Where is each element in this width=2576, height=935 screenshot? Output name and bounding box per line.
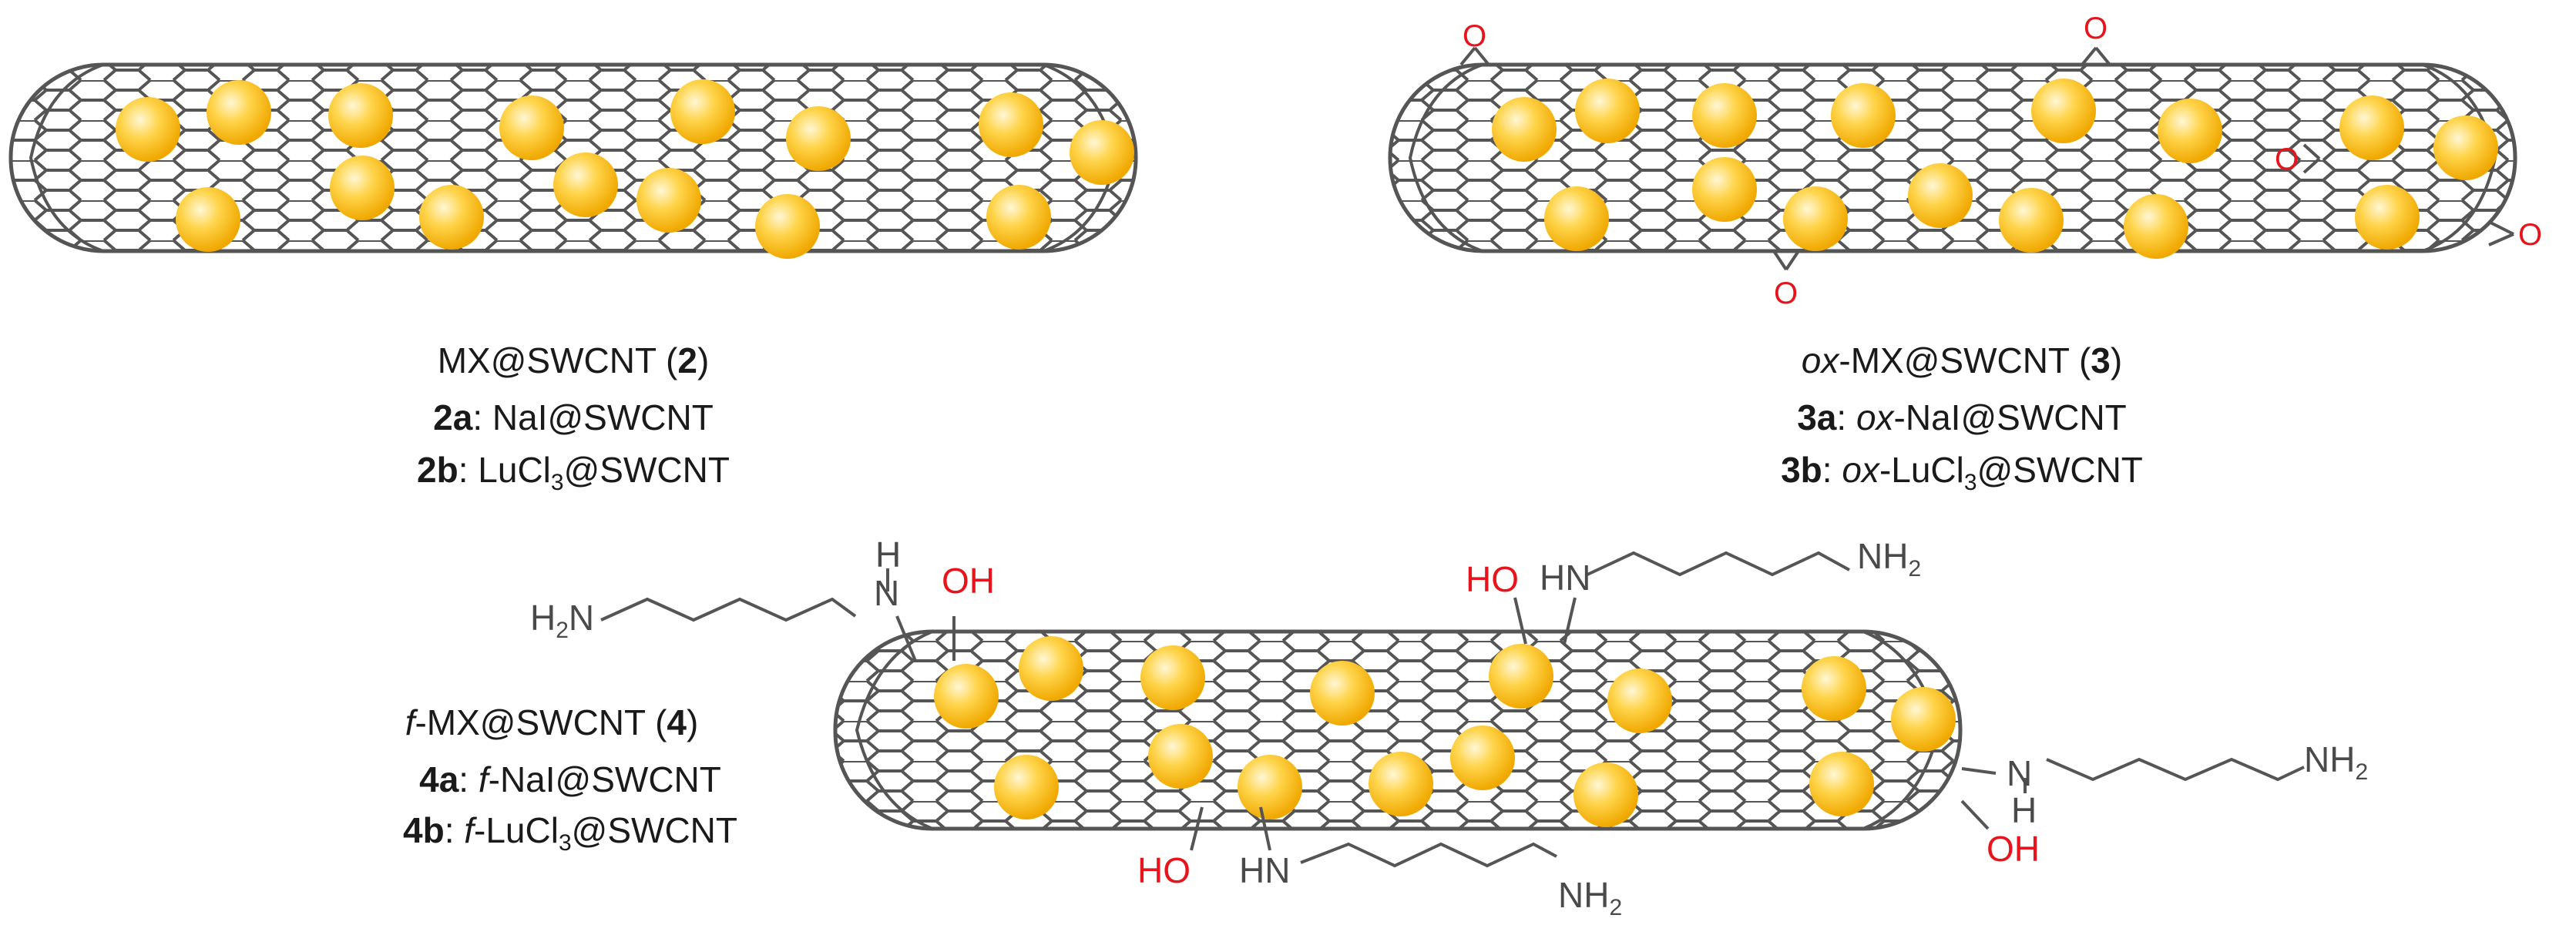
nanoparticle [1831,83,1896,148]
amine-n-label: N [2007,753,2032,793]
nanoparticle [2158,99,2222,163]
nanoparticle [553,152,618,217]
nanoparticle [1692,157,1757,222]
aminohexyl-group-bottom: HO HN NH2 [1137,806,1622,920]
panel-title: MX@SWCNT (2) [438,340,710,380]
hydroxyl-label: OH [1987,829,2040,869]
functionalised-tube: H2N H N OH HO HN NH2 HO HN NH2 [530,535,2368,920]
nanoparticle [116,97,180,162]
pristine-tube [8,62,1138,259]
nanoparticle [1908,163,1973,228]
nanoparticle [1607,669,1672,733]
nanoparticle [2355,185,2420,250]
variant-4b: 4b: f-LuCl3@SWCNT [403,810,737,856]
hydroxyl-label: OH [942,561,995,601]
oxygen-label: O [1774,276,1798,310]
nanoparticle [1369,752,1433,816]
nanoparticle [670,79,735,144]
oxygen-label: O [1463,19,1486,53]
amine-h-label: H [2011,790,2037,830]
nanoparticle [207,80,271,145]
tube-left-cap [855,630,933,830]
nanoparticle [419,185,484,250]
oxidised-caption: ox-MX@SWCNT (3) 3a: ox-NaI@SWCNT 3b: ox-… [1781,340,2143,495]
nanoparticles [116,79,1134,259]
nanoparticle [2031,79,2096,143]
nanoparticle [499,96,564,160]
nanoparticle [2124,194,2188,259]
nanoparticle [979,92,1043,157]
amine-n-label: N [874,573,899,613]
nanoparticle [1891,687,1956,752]
nanoparticle [1238,755,1302,819]
nanoparticle [1802,656,1866,721]
nanoparticle [1070,120,1134,185]
epoxide-group: O [1772,250,1800,310]
nanoparticle [1575,79,1640,143]
nanoparticle [755,194,820,259]
variant-2b: 2b: LuCl3@SWCNT [417,450,730,495]
panel-title: ox-MX@SWCNT (3) [1802,340,2122,380]
nanoparticle [1573,762,1638,827]
epoxide-group: O [2275,142,2321,176]
nanoparticle [786,106,851,171]
variant-2a: 2a: NaI@SWCNT [433,397,714,437]
nh2-label: NH2 [1558,875,1622,920]
aminohexyl-group-right: N H OH NH2 [1960,739,2368,869]
nanoparticle [1310,661,1375,726]
nanoparticle [330,156,395,220]
nanoparticle [636,168,701,233]
tube-body [833,629,1963,831]
amine-h-label: H [875,535,901,575]
nanoparticle [1489,644,1553,709]
tube-left-cap [1408,63,1483,253]
variant-4a: 4a: f-NaI@SWCNT [419,759,721,799]
h2n-label: H2N [530,598,594,643]
nanoparticle [1148,724,1213,789]
oxygen-label: O [2084,12,2107,45]
nanoparticle [328,83,393,148]
oxygen-label: O [2275,142,2299,176]
amine-hn-label: HN [1540,558,1590,598]
nanoparticle [1019,636,1083,701]
nh2-label: NH2 [1857,536,1921,581]
panel-title: f-MX@SWCNT (4) [405,702,699,742]
nh2-label: NH2 [2304,739,2368,785]
nanoparticles [934,636,1956,827]
nanoparticle [1783,186,1848,251]
amine-hn-label: HN [1239,850,1290,890]
nanoparticle [1492,97,1557,162]
hydroxyl-label: HO [1466,559,1519,599]
nanoparticle [2433,116,2498,180]
epoxide-group: O [2488,218,2542,252]
functionalised-caption: f-MX@SWCNT (4) 4a: f-NaI@SWCNT 4b: f-LuC… [403,702,737,856]
oxygen-label: O [2518,218,2542,252]
nanoparticle [934,664,999,729]
tube-left-cap [29,63,104,253]
oxidised-tube: O O O O O [1388,12,2542,310]
nanoparticle [2339,96,2404,160]
hydroxyl-label: HO [1137,850,1191,890]
nanoparticle [1544,186,1609,251]
tube-body [1388,62,2517,253]
nanoparticle [1140,645,1205,710]
aminohexyl-group-top-left: H2N H N OH [530,535,995,662]
nanoparticle [1692,83,1757,148]
nanoparticle [1999,188,2064,253]
pristine-caption: MX@SWCNT (2) 2a: NaI@SWCNT 2b: LuCl3@SWC… [417,340,730,495]
epoxide-group: O [2081,12,2111,66]
nanoparticles [1492,79,2498,259]
variant-3a: 3a: ox-NaI@SWCNT [1797,397,2127,437]
aminohexyl-group-top-right: HO HN NH2 [1466,536,1921,645]
nanoparticle [986,185,1051,250]
nanoparticle [1450,726,1515,790]
nanoparticle [1809,752,1874,816]
nanoparticle [994,755,1059,819]
nanoparticle [176,187,240,252]
variant-3b: 3b: ox-LuCl3@SWCNT [1781,450,2143,495]
epoxide-group: O [1459,19,1490,66]
